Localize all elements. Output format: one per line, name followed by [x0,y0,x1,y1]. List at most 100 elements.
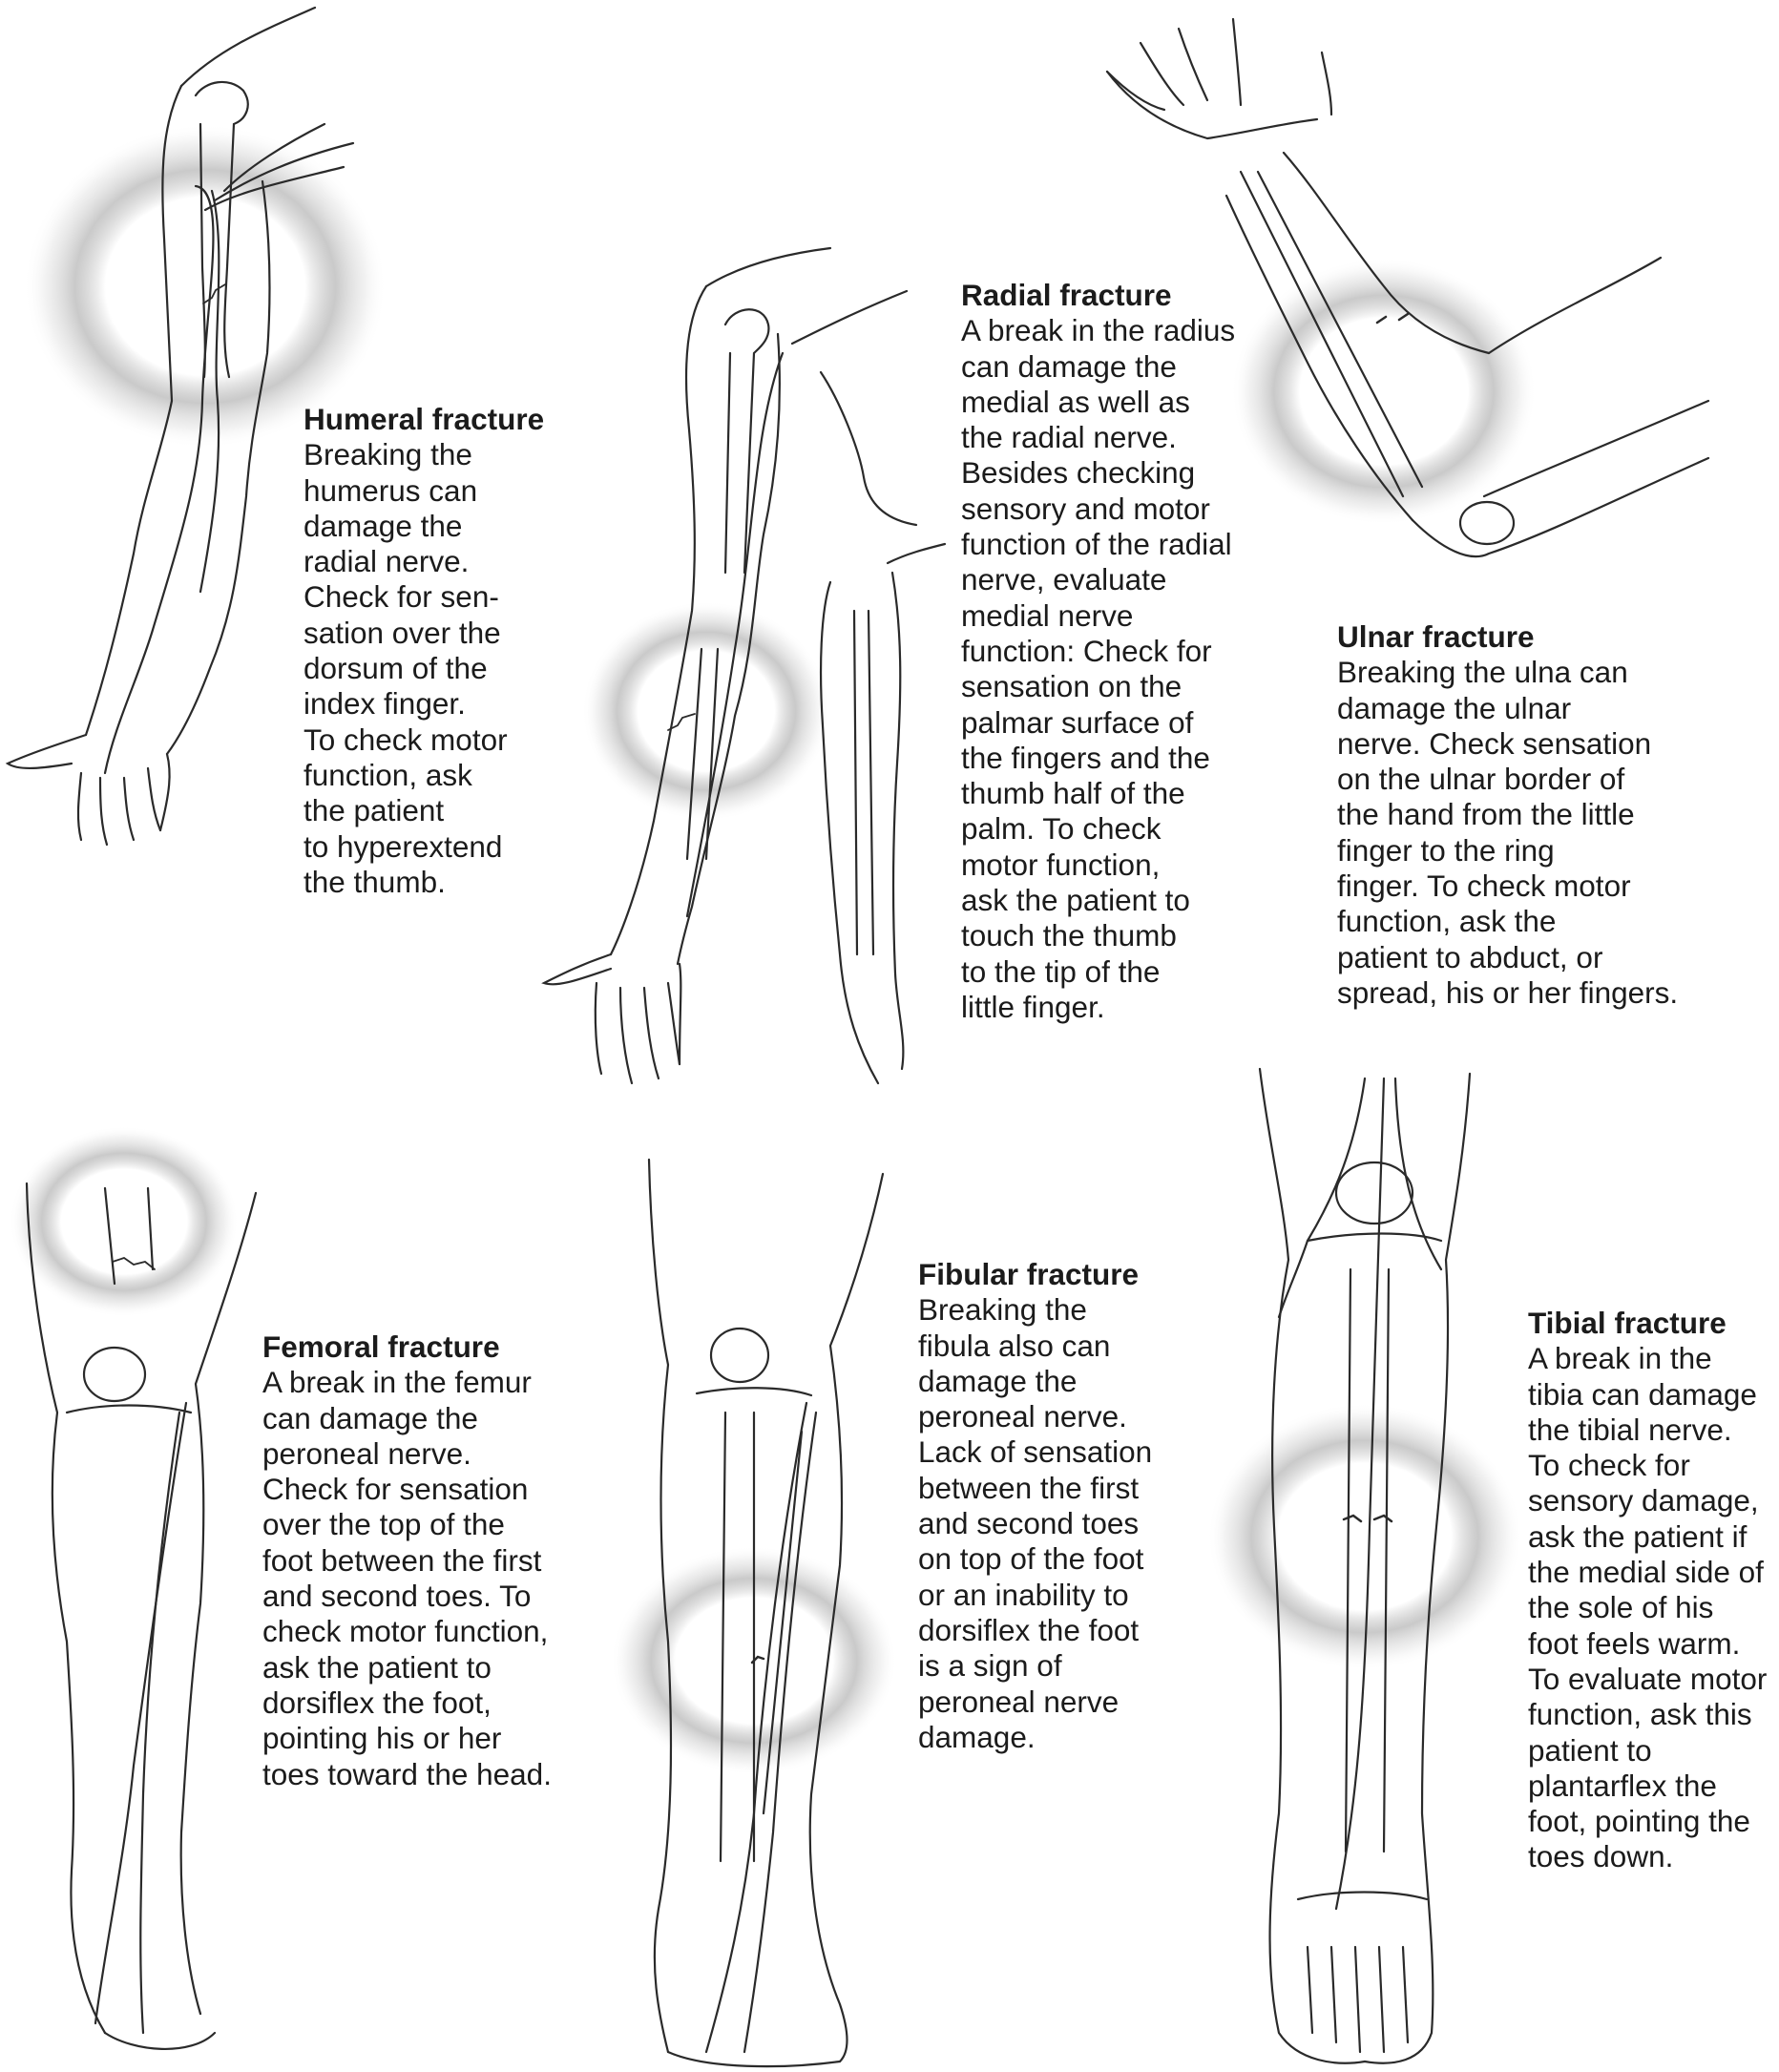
caption-line: nerve, evaluate [961,562,1167,597]
caption-line: nerve. Check sensation [1337,725,1652,761]
caption-line: patient to abduct, or [1337,939,1603,974]
tibial-fracture-caption: Tibial fracture A break in the tibia can… [1528,1306,1767,1875]
caption-line: on top of the foot [918,1541,1144,1577]
caption-line: ask the patient to [961,883,1190,918]
fracture-glow [24,124,387,449]
caption-line: check motor function, [262,1614,549,1649]
caption-line: To check for [1528,1448,1690,1483]
caption-line: thumb half of the [961,776,1185,811]
caption-line: pointing his or her [262,1721,502,1756]
caption-line: A break in the [1528,1341,1712,1376]
caption-line: Breaking the ulna can [1337,655,1628,690]
caption-line: function, ask [303,757,472,792]
caption-line: foot feels warm. [1528,1625,1741,1661]
caption-line: fibula also can [918,1328,1111,1363]
caption-line: or an inability to [918,1577,1129,1612]
caption-line: to hyperextend [303,828,503,864]
caption-title: Femoral fracture [262,1329,500,1364]
caption-line: Lack of sensation [918,1434,1153,1470]
caption-line: on the ulnar border of [1337,762,1625,797]
caption-line: Besides checking [961,455,1196,491]
tibial-leg-illustration [1207,1067,1522,2064]
caption-line: medial nerve [961,597,1134,633]
caption-line: the patient [303,793,445,828]
fibular-fracture-caption: Fibular fracture Breaking the fibula als… [918,1257,1152,1755]
fibular-leg-illustration [611,1158,897,2068]
caption-line: and second toes [918,1506,1140,1541]
radial-arm-illustration [541,246,947,1085]
caption-line: function of the radial [961,527,1232,562]
caption-line: patient to [1528,1732,1652,1768]
caption-line: dorsum of the [303,651,488,686]
caption-line: the radial nerve. [961,420,1177,455]
caption-line: over the top of the [262,1507,505,1542]
caption-line: A break in the femur [262,1365,532,1400]
caption-line: motor function, [961,847,1161,882]
fracture-glow [10,1126,239,1317]
caption-line: medial as well as [961,384,1190,419]
caption-line: the sole of his [1528,1590,1714,1625]
caption-line: sensory damage, [1528,1483,1759,1518]
caption-line: can damage the [262,1400,478,1435]
caption-line: the fingers and the [961,740,1210,775]
caption-line: Check for sensation [262,1472,529,1507]
caption-line: spread, his or her fingers. [1337,974,1679,1010]
caption-line: peroneal nerve. [918,1399,1127,1434]
caption-line: dorsiflex the foot, [262,1685,492,1720]
caption-line: To check motor [303,722,508,757]
caption-line: is a sign of [918,1648,1062,1684]
radial-fracture-caption: Radial fracture A break in the radius ca… [961,278,1235,1025]
caption-line: dorsiflex the foot [918,1612,1140,1647]
caption-line: Breaking the [303,437,472,472]
caption-line: To evaluate motor [1528,1661,1768,1696]
caption-title: Tibial fracture [1528,1306,1727,1340]
caption-line: the thumb. [303,864,446,899]
caption-line: toes down. [1528,1839,1674,1874]
caption-line: index finger. [303,686,466,722]
caption-line: foot between the first [262,1542,542,1578]
caption-line: between the first [918,1470,1140,1505]
caption-line: sensory and motor [961,491,1210,526]
caption-line: palm. To check [961,811,1162,847]
caption-line: and second toes. To [262,1579,532,1614]
caption-line: damage. [918,1719,1036,1754]
fracture-glow [582,601,830,821]
caption-line: to the tip of the [961,953,1161,989]
fracture-glow [1207,1403,1522,1670]
fracture-glow [1231,258,1537,525]
caption-line: ask the patient if [1528,1518,1748,1554]
ulnar-fracture-caption: Ulnar fracture Breaking the ulna can dam… [1337,619,1678,1011]
caption-line: ask the patient to [262,1649,492,1685]
humeral-fracture-caption: Humeral fracture Breaking the humerus ca… [303,402,544,900]
femoral-leg-illustration [10,1126,258,2050]
caption-line: plantarflex the [1528,1768,1717,1803]
caption-line: damage the ulnar [1337,690,1572,725]
caption-line: foot, pointing the [1528,1804,1750,1839]
caption-line: the medial side of [1528,1555,1764,1590]
caption-line: function: Check for [961,633,1212,668]
humeral-arm-illustration [5,6,387,847]
caption-line: function, ask this [1528,1697,1752,1732]
caption-line: Check for sen- [303,579,499,615]
caption-line: sation over the [303,615,501,650]
caption-line: touch the thumb [961,918,1177,953]
caption-line: humerus can [303,472,478,508]
caption-line: damage the [918,1363,1078,1398]
caption-line: toes toward the head. [262,1756,552,1791]
caption-title: Ulnar fracture [1337,619,1535,654]
caption-line: function, ask the [1337,904,1557,939]
caption-line: damage the [303,508,463,543]
ulnar-arm-illustration [1105,17,1710,558]
caption-line: finger. To check motor [1337,869,1631,904]
caption-line: can damage the [961,348,1177,384]
caption-line: sensation on the [961,669,1183,704]
caption-line: A break in the radius [961,313,1236,348]
caption-title: Humeral fracture [303,402,545,436]
caption-line: the tibial nerve. [1528,1412,1732,1447]
caption-title: Fibular fracture [918,1257,1140,1291]
caption-line: peroneal nerve [918,1684,1120,1719]
caption-line: radial nerve. [303,544,470,579]
caption-line: finger to the ring [1337,832,1555,868]
caption-line: peroneal nerve. [262,1435,471,1471]
